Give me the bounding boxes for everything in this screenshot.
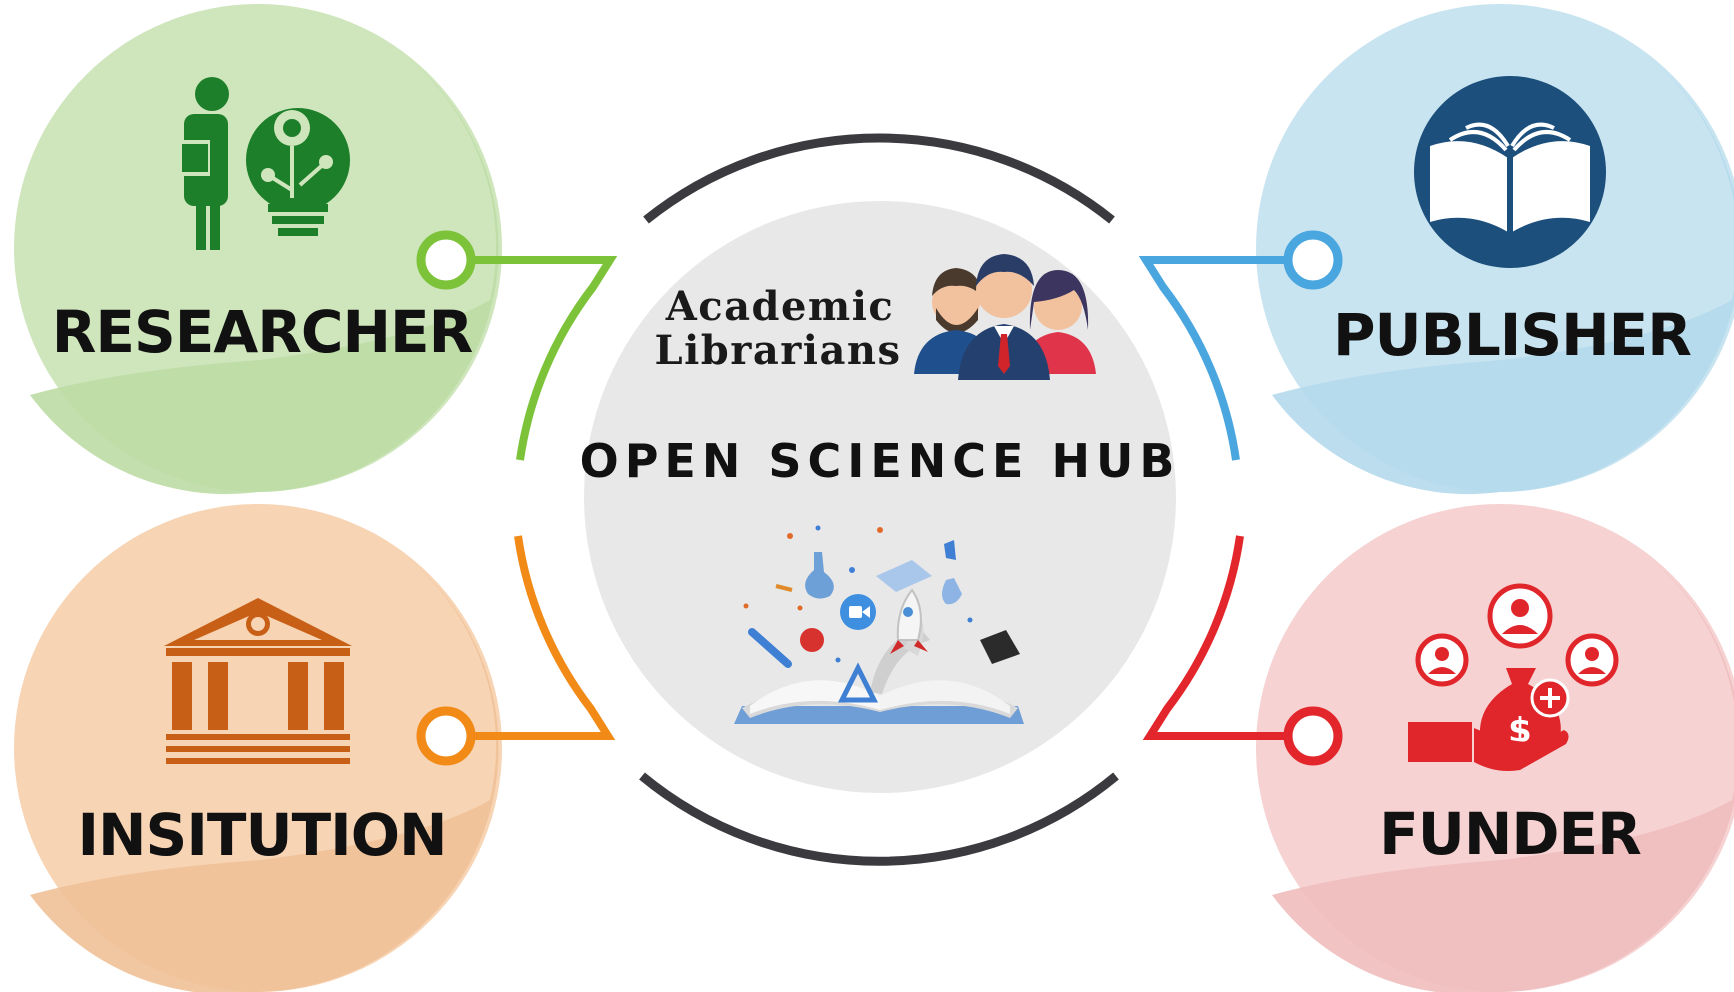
institution-building-icon [164, 598, 352, 764]
institution-label: INSITUTION [77, 801, 446, 869]
open-book-icon [1414, 76, 1606, 268]
funder-circle-shade [1272, 560, 1734, 992]
connector-publisher [1138, 230, 1343, 461]
librarians-group-icon [914, 254, 1096, 380]
publisher-circle-shade [1272, 60, 1734, 494]
money-bag-hand-icon: $ [1408, 583, 1619, 771]
funder-label: FUNDER [1379, 800, 1641, 868]
researcher-label: RESEARCHER [52, 298, 473, 366]
institution-connector-node [416, 706, 476, 766]
institution-circle-shade [30, 560, 499, 992]
central-hub: Academic Librarians OPEN SCIENCE HUB [580, 133, 1181, 866]
publisher-node[interactable]: PUBLISHER [1256, 4, 1734, 494]
hub-ring-bottom [639, 772, 1119, 866]
hub-subtitle-line1: Academic [665, 283, 895, 330]
connector-researcher [416, 230, 618, 461]
researcher-connector-node [416, 230, 476, 290]
institution-node[interactable]: INSITUTION [14, 504, 502, 992]
publisher-label: PUBLISHER [1333, 301, 1691, 369]
funder-node[interactable]: $ FUNDER [1256, 504, 1734, 992]
researcher-circle-shade [30, 60, 499, 495]
researcher-node[interactable]: RESEARCHER [14, 4, 502, 495]
hub-ring-top [643, 133, 1115, 224]
funder-connector-node [1283, 706, 1343, 766]
publisher-connector-node [1283, 230, 1343, 290]
hub-subtitle-line2: Librarians [654, 327, 901, 374]
open-book-science-icon [734, 525, 1024, 724]
researcher-lightbulb-icon [178, 77, 350, 250]
hub-title: OPEN SCIENCE HUB [580, 434, 1181, 488]
connector-funder [1142, 535, 1343, 766]
connector-institution [416, 535, 616, 766]
